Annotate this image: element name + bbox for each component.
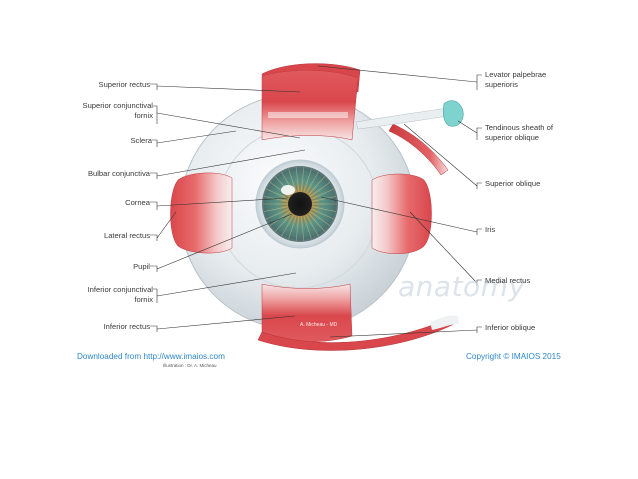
label-superior-conjunctival-fornix-line: Superior conjunctival [82,101,154,110]
label-tendinous-sheath-line: superior oblique [485,132,540,142]
label-superior-conjunctival-fornix-line: fornix [134,110,153,120]
copyright: Copyright © IMAIOS 2015 [466,352,561,361]
superior-rectus-muscle [261,70,359,141]
label-sclera: Sclera [130,136,152,146]
medial-rectus-muscle [371,173,432,254]
label-superior-rectus-line: Superior rectus [98,80,151,89]
label-sclera-line: Sclera [130,136,152,145]
label-cornea-line: Cornea [125,198,150,207]
label-superior-rectus: Superior rectus [99,80,151,90]
label-inferior-oblique-line: Inferior oblique [485,323,536,332]
illustrator-signature: A. Micheau - MD [300,322,338,328]
label-medial-rectus: Medial rectus [485,276,530,286]
label-superior-oblique-line: Superior oblique [485,179,541,188]
label-tendinous-sheath-line: Tendinous sheath of [485,123,553,132]
label-superior-oblique: Superior oblique [485,179,540,189]
leader-lines-left [150,83,306,332]
cornea-gloss [256,160,344,248]
label-medial-rectus-line: Medial rectus [485,276,531,285]
lateral-rectus-muscle [170,172,233,254]
label-levator-palpebrae-superioris-line: Levator palpebrae [485,70,547,79]
illustration-credit: Illustration : Dr. A. Micheau [163,363,217,368]
watermark-anatomy: anatomy [398,270,526,303]
download-source[interactable]: Downloaded from http://www.imaios.com [77,352,225,361]
label-inferior-oblique: Inferior oblique [485,323,535,333]
label-inferior-conjunctival-fornix-line: fornix [134,294,153,304]
label-iris-line: Iris [485,225,496,234]
label-bulbar-conjunctiva-line: Bulbar conjunctiva [87,169,150,178]
superior-oblique-muscle [388,123,449,176]
inferior-oblique-tendon [430,315,459,330]
label-levator-palpebrae-superioris-line: superioris [485,79,518,89]
label-bulbar-conjunctiva: Bulbar conjunctiva [88,169,150,179]
label-lateral-rectus-line: Lateral rectus [103,231,150,240]
label-inferior-conjunctival-fornix-line: Inferior conjunctival [87,285,153,294]
inferior-rectus-muscle [261,283,353,342]
label-iris: Iris [485,225,495,235]
label-lateral-rectus: Lateral rectus [104,231,150,241]
label-inferior-rectus-line: Inferior rectus [103,322,150,331]
label-inferior-rectus: Inferior rectus [104,322,150,332]
label-cornea: Cornea [125,198,150,208]
label-pupil-line: Pupil [133,262,150,271]
trochlea [442,100,464,127]
label-pupil: Pupil [133,262,150,272]
leader-lines-right [317,65,482,338]
